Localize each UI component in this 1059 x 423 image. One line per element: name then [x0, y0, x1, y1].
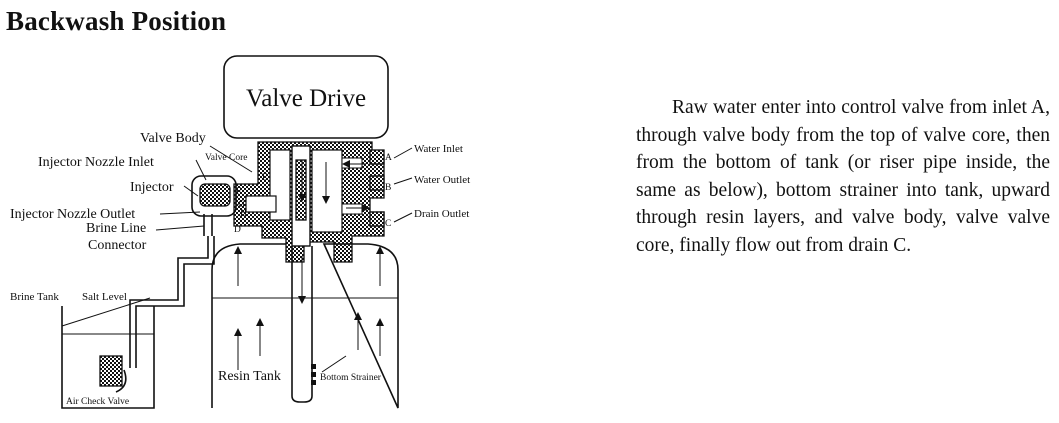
resin-tank — [211, 243, 399, 409]
valve-drive-label: Valve Drive — [246, 85, 366, 112]
label-connector: Connector — [88, 238, 147, 253]
label-water-inlet: Water Inlet — [414, 143, 463, 155]
label-salt-level: Salt Level — [82, 291, 127, 303]
port-a: A — [385, 153, 392, 163]
label-water-outlet: Water Outlet — [414, 174, 470, 186]
flow-arrows — [234, 160, 384, 370]
label-injector-nozzle-outlet: Injector Nozzle Outlet — [10, 207, 135, 222]
air-check-valve — [99, 355, 127, 393]
label-resin-tank: Resin Tank — [218, 369, 281, 384]
port-e: E — [262, 173, 268, 183]
bottom-strainer — [311, 364, 316, 385]
valve-drive-box — [223, 55, 389, 139]
label-brine-tank: Brine Tank — [10, 291, 59, 303]
port-g: G — [238, 200, 245, 210]
salt-level-line — [61, 297, 151, 327]
label-valve-core: Valve Core — [205, 153, 247, 163]
page-title: Backwash Position — [6, 6, 227, 36]
port-b: B — [385, 183, 391, 193]
label-injector: Injector — [130, 180, 174, 195]
label-brine-line: Brine Line — [86, 221, 146, 236]
port-d: D — [234, 225, 241, 235]
injector-assembly — [191, 175, 237, 236]
valve-ports — [369, 149, 385, 227]
riser-pipe — [291, 246, 313, 403]
label-air-check-valve: Air Check Valve — [66, 397, 129, 407]
port-c: C — [385, 219, 391, 229]
backwash-description: Raw water enter into control valve from … — [636, 97, 1050, 256]
label-injector-nozzle-inlet: Injector Nozzle Inlet — [38, 155, 154, 170]
label-bottom-strainer: Bottom Strainer — [320, 373, 382, 383]
label-drain-outlet: Drain Outlet — [414, 208, 469, 220]
brine-tank — [61, 306, 155, 409]
brine-line — [129, 236, 209, 368]
port-h: H — [240, 209, 247, 219]
leader-lines — [155, 145, 413, 373]
label-valve-body: Valve Body — [140, 131, 206, 146]
port-f: F — [236, 187, 241, 197]
